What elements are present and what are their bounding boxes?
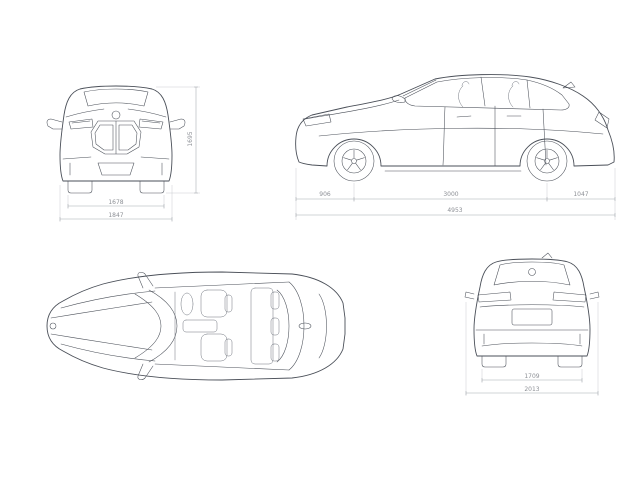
rear-window	[493, 261, 571, 286]
door-handles	[456, 115, 522, 118]
glass-dividers	[480, 76, 531, 109]
rear-car-body	[464, 252, 600, 368]
character-line	[318, 127, 604, 137]
windshield	[83, 88, 149, 107]
extension-lines	[295, 168, 616, 220]
antenna-fin	[298, 322, 312, 330]
side-body-outline	[295, 74, 615, 167]
top-view-drawing	[46, 271, 346, 381]
steering-wheel	[180, 292, 194, 316]
right-taillight	[552, 291, 587, 303]
track-dimension-line	[481, 378, 583, 382]
rear-headrest-right	[270, 343, 280, 362]
right-mirror	[589, 291, 600, 300]
hood-cut-line	[304, 99, 400, 120]
passenger-seat	[200, 333, 228, 362]
front-bumper	[62, 156, 170, 176]
length-dimension-line	[295, 213, 616, 217]
right-mirror	[137, 363, 154, 381]
driver-seat	[200, 289, 228, 318]
left-headlight	[68, 118, 94, 130]
windshield-arcs	[134, 289, 178, 363]
antenna-fin	[541, 252, 553, 259]
front-wheel	[333, 140, 375, 182]
front-left-wheel	[67, 180, 93, 194]
side-car-body	[295, 74, 615, 182]
side-dimensions: 906 3000 1047 4953	[295, 168, 616, 220]
windshield-line	[402, 79, 437, 97]
glasshouse	[404, 77, 570, 111]
rear-track-dimension-label: 1709	[524, 373, 539, 380]
extension-lines	[59, 86, 200, 222]
driver-headrest	[224, 294, 233, 313]
rear-overhang-dimension-label: 1047	[573, 191, 588, 198]
left-mirror	[46, 118, 63, 130]
left-mirror	[137, 271, 154, 289]
license-plate	[511, 308, 553, 326]
front-height-dimension-label: 1695	[187, 131, 194, 146]
rear-headrest-left	[270, 291, 280, 310]
wheelbase-dimension-label: 3000	[443, 191, 458, 198]
tailgate-crease	[479, 304, 585, 308]
taillight	[594, 111, 610, 129]
front-track-dimension-label: 1678	[108, 199, 123, 206]
extension-lines	[465, 302, 599, 396]
right-mirror	[169, 118, 186, 130]
front-width-dimension-label: 1847	[108, 212, 123, 219]
track-dimension-line	[67, 204, 165, 208]
top-body-outline	[46, 271, 346, 381]
overall-length-dimension-label: 4953	[447, 207, 462, 214]
headlight	[302, 113, 332, 127]
left-mirror	[464, 291, 475, 300]
antenna-fin	[562, 81, 576, 89]
front-dimensions: 1678 1847 1695	[59, 86, 200, 222]
rear-view-drawing: 1709 2013	[464, 252, 600, 396]
side-mirror	[391, 95, 406, 103]
rear-bench	[250, 287, 274, 365]
front-car-body	[46, 85, 186, 194]
rear-width-dimension-label: 2013	[524, 386, 539, 393]
height-dimension-line	[194, 86, 198, 194]
width-dimension-line	[465, 391, 599, 395]
rear-headrest-middle	[270, 317, 280, 336]
hood-creases	[50, 290, 156, 362]
top-car-body	[46, 271, 346, 381]
side-interior-seats	[458, 81, 520, 108]
brand-roundel	[111, 110, 121, 120]
passenger-headrest	[224, 338, 233, 357]
glasshouse-sides	[154, 281, 290, 371]
center-console	[182, 319, 218, 333]
width-dimension-line	[59, 217, 173, 221]
front-body-outline	[59, 85, 173, 182]
front-overhang-dimension-label: 906	[319, 191, 331, 198]
side-view-drawing: 906 3000 1047 4953	[295, 74, 616, 220]
top-interior	[174, 287, 280, 365]
rear-window-arcs	[276, 281, 305, 371]
hood-creases	[65, 108, 167, 118]
rear-bumper	[475, 329, 589, 347]
right-headlight	[138, 118, 164, 130]
rear-dimensions: 1709 2013	[465, 302, 599, 396]
rear-right-wheel	[557, 355, 583, 368]
kidney-grille	[90, 120, 142, 155]
door-cut-lines	[442, 105, 547, 167]
overhang-wheelbase-dimension-line	[295, 197, 616, 201]
brand-roundel	[49, 322, 57, 330]
left-taillight	[477, 291, 512, 303]
front-view-drawing: 1678 1847 1695	[46, 85, 200, 222]
rear-left-wheel	[481, 355, 507, 368]
tailgate-arc	[318, 293, 327, 359]
front-right-wheel	[139, 180, 165, 194]
brand-roundel	[528, 268, 536, 276]
rear-wheel	[526, 140, 568, 182]
rear-body-outline	[473, 258, 591, 357]
